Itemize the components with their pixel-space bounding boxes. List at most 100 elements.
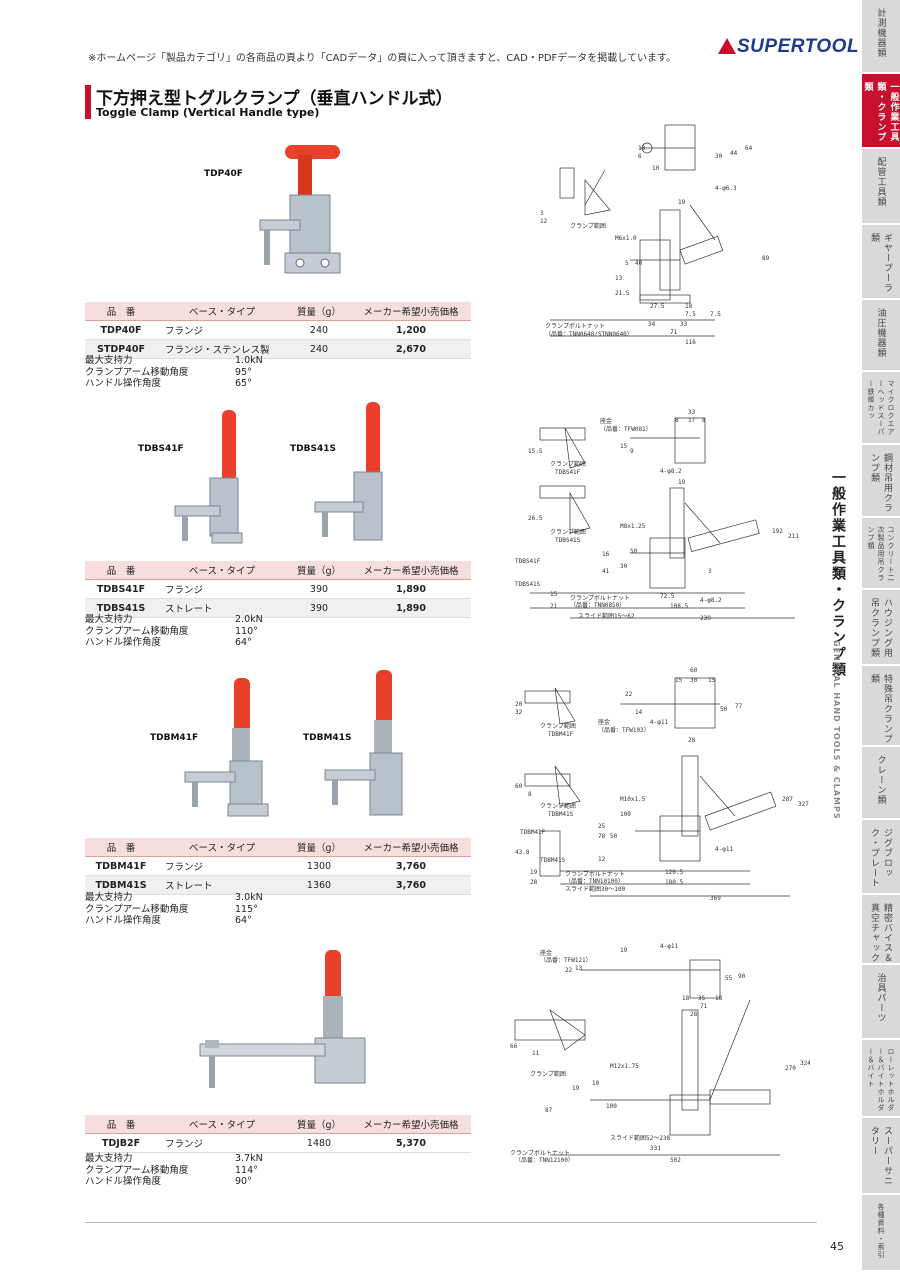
svg-text:72.5: 72.5	[660, 593, 675, 600]
svg-text:10: 10	[652, 165, 660, 172]
sidebar-tab-label: 配管工具類	[875, 157, 886, 207]
svg-text:192: 192	[772, 528, 783, 535]
svg-text:19: 19	[678, 199, 686, 206]
svg-text:15: 15	[708, 677, 716, 684]
svg-text:TDBM41F: TDBM41F	[520, 829, 546, 836]
svg-text:クランプ範囲: クランプ範囲	[540, 802, 576, 810]
brand-logo: SUPERTOOL	[718, 36, 859, 58]
svg-text:77: 77	[735, 703, 743, 710]
svg-text:14: 14	[635, 709, 643, 716]
sidebar-tab-3[interactable]: ギヤープーラ類	[862, 225, 900, 300]
svg-text:10: 10	[592, 1080, 600, 1087]
svg-text:8: 8	[675, 417, 679, 424]
svg-text:369: 369	[710, 895, 721, 902]
svg-text:331: 331	[650, 1145, 661, 1152]
svg-text:15: 15	[675, 677, 683, 684]
svg-text:15.5: 15.5	[528, 448, 543, 455]
technical-drawing-3: 60 15 30 15 20 32 22 14 50 77 4-φ11 クランプ…	[515, 667, 809, 902]
svg-text:19: 19	[620, 947, 628, 954]
sidebar-tab-11[interactable]: ジグブロック・プレート	[862, 820, 900, 895]
svg-text:30: 30	[690, 677, 698, 684]
svg-text:89: 89	[762, 255, 770, 262]
sidebar-tab-13[interactable]: 治具パーツ	[862, 965, 900, 1040]
svg-text:TDBS41F: TDBS41F	[555, 469, 581, 476]
svg-text:66: 66	[510, 1043, 518, 1050]
svg-text:30: 30	[715, 153, 723, 160]
svg-text:502: 502	[670, 1157, 681, 1164]
svg-text:87: 87	[545, 1107, 553, 1114]
sidebar-tab-15[interactable]: スーパーサニタリー	[862, 1118, 900, 1195]
svg-text:19: 19	[678, 479, 686, 486]
svg-text:座金: 座金	[540, 949, 552, 957]
svg-text:41: 41	[602, 568, 610, 575]
sidebar-tab-label: マイクロクエアーヘッドスーパー鉄棒カッ	[867, 380, 895, 436]
svg-text:4-φ11: 4-φ11	[660, 943, 678, 950]
sidebar-tab-1[interactable]: 一般作業工具類・クランプ類	[862, 74, 900, 149]
svg-text:座金: 座金	[600, 417, 612, 425]
product-photo-tdjb2f	[199, 950, 366, 1088]
sidebar-tab-8[interactable]: ハウジング用吊クランプ類	[862, 590, 900, 666]
cad-notice: ※ホームページ「製品カテゴリ」の各商品の頁より「CADデータ」の頁に入って頂きま…	[88, 53, 677, 64]
sidebar-tab-12[interactable]: 精密バイス＆真空チャック	[862, 895, 900, 965]
svg-text:（品番：TNN0850）: （品番：TNN0850）	[570, 602, 625, 609]
svg-text:4-φ8.2: 4-φ8.2	[700, 597, 722, 604]
svg-text:100: 100	[620, 811, 631, 818]
svg-text:4-φ8.2: 4-φ8.2	[660, 468, 682, 475]
svg-text:座金: 座金	[598, 718, 610, 726]
sidebar-tab-16[interactable]: 各種資料・索引	[862, 1195, 900, 1272]
technical-drawing-4: 座金 （品番：TFW121） 19 22 4-φ11 13 55 90 18 3…	[510, 943, 810, 1164]
sidebar-tab-6[interactable]: 鋼材吊用クランプ類	[862, 445, 900, 518]
svg-text:64: 64	[745, 145, 753, 152]
col-mass: 質量（g）	[287, 302, 351, 321]
sidebar-tab-label: ギヤープーラ類	[869, 233, 892, 293]
product-photo-tdbs41f	[174, 410, 243, 544]
svg-text:TDBM41S: TDBM41S	[540, 857, 566, 864]
model-label: TDP40F	[204, 169, 243, 179]
svg-text:TDBS41S: TDBS41S	[515, 581, 541, 588]
svg-text:8: 8	[702, 417, 706, 424]
svg-text:12: 12	[540, 218, 548, 225]
svg-text:13: 13	[638, 145, 646, 152]
logo-text: SUPERTOOL	[737, 36, 860, 57]
svg-text:324: 324	[800, 1060, 810, 1067]
sidebar-tab-label: 特殊吊クランプ類	[869, 674, 892, 744]
svg-text:8: 8	[528, 791, 532, 798]
sidebar-tab-2[interactable]: 配管工具類	[862, 149, 900, 225]
sidebar-tab-10[interactable]: クレーン類	[862, 747, 900, 820]
svg-text:25: 25	[598, 823, 606, 830]
col-price: メーカー希望小売価格	[351, 302, 471, 321]
svg-text:M6x1.0: M6x1.0	[615, 235, 637, 242]
svg-text:35: 35	[698, 995, 706, 1002]
svg-text:TDBM41S: TDBM41S	[548, 811, 574, 818]
sidebar-tab-9[interactable]: 特殊吊クランプ類	[862, 666, 900, 747]
svg-text:M12x1.75: M12x1.75	[610, 1063, 639, 1070]
svg-text:21: 21	[550, 603, 558, 610]
model-label: TDBM41S	[303, 733, 352, 743]
svg-text:クランプ範囲: クランプ範囲	[540, 722, 576, 730]
sidebar-tab-0[interactable]: 計測機器類	[862, 0, 900, 74]
sidebar-tab-14[interactable]: ローレットホルダー＆バイトホルダー＆バイト	[862, 1040, 900, 1118]
sidebar-tab-label: スーパーサニタリー	[869, 1126, 892, 1186]
product-photo-tdbs41s	[314, 402, 383, 541]
technical-drawing-2: 33 8 17 8 座金 （品番：TFW081） 15.5 15 9 4-φ8.…	[515, 409, 799, 622]
chapter-title-english: GENERAL HAND TOOLS & CLAMPS	[832, 640, 841, 820]
model-label: TDBM41F	[150, 733, 199, 743]
svg-text:11: 11	[532, 1050, 540, 1057]
sidebar-tab-label: クレーン類	[875, 755, 886, 805]
sidebar-tab-5[interactable]: マイクロクエアーヘッドスーパー鉄棒カッ	[862, 372, 900, 445]
sidebar-tab-label: 油圧機器類	[875, 308, 886, 358]
page-subtitle: Toggle Clamp (Vertical Handle type)	[96, 106, 320, 119]
sidebar-tab-4[interactable]: 油圧機器類	[862, 300, 900, 372]
sidebar-tab-7[interactable]: コンクリート二次製品用吊クランプ類	[862, 518, 900, 590]
svg-text:20: 20	[515, 701, 523, 708]
svg-text:3: 3	[708, 568, 712, 575]
svg-text:180.5: 180.5	[665, 879, 683, 886]
